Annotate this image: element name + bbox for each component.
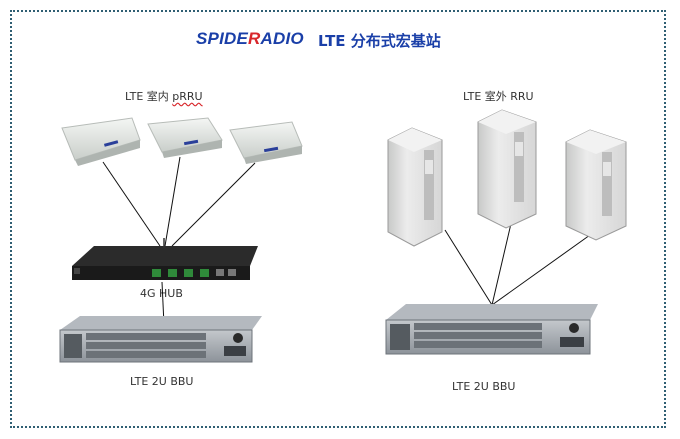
prru-unit-3 — [229, 121, 303, 164]
rru-unit-2 — [477, 109, 537, 229]
cable-rru-3 — [491, 234, 591, 306]
cable-prru-3 — [171, 162, 256, 247]
cable-prru-2 — [164, 156, 181, 247]
cable-rru-2 — [491, 214, 514, 306]
diagram-frame — [10, 10, 666, 428]
prru-unit-2 — [147, 117, 223, 158]
right-bbu — [385, 304, 598, 355]
right-cables — [444, 214, 591, 306]
rru-label: LTE 室外 RRU — [463, 90, 534, 103]
hub-label: 4G HUB — [140, 287, 183, 300]
left-bbu — [59, 316, 262, 363]
prru-label: LTE 室内 pRRU — [125, 90, 203, 103]
left-cables — [102, 156, 256, 326]
rru-unit-3 — [565, 129, 627, 241]
hub-4g — [72, 238, 258, 280]
cable-rru-1 — [444, 229, 493, 306]
cable-prru-1 — [102, 161, 161, 247]
rru-unit-1 — [387, 127, 443, 247]
left-bbu-label: LTE 2U BBU — [130, 375, 194, 388]
diagram-title: LTE 分布式宏基站 — [318, 32, 441, 50]
right-bbu-label: LTE 2U BBU — [452, 380, 516, 393]
prru-unit-1 — [61, 117, 141, 166]
spideradio-logo: SPIDERADIO — [196, 29, 304, 48]
